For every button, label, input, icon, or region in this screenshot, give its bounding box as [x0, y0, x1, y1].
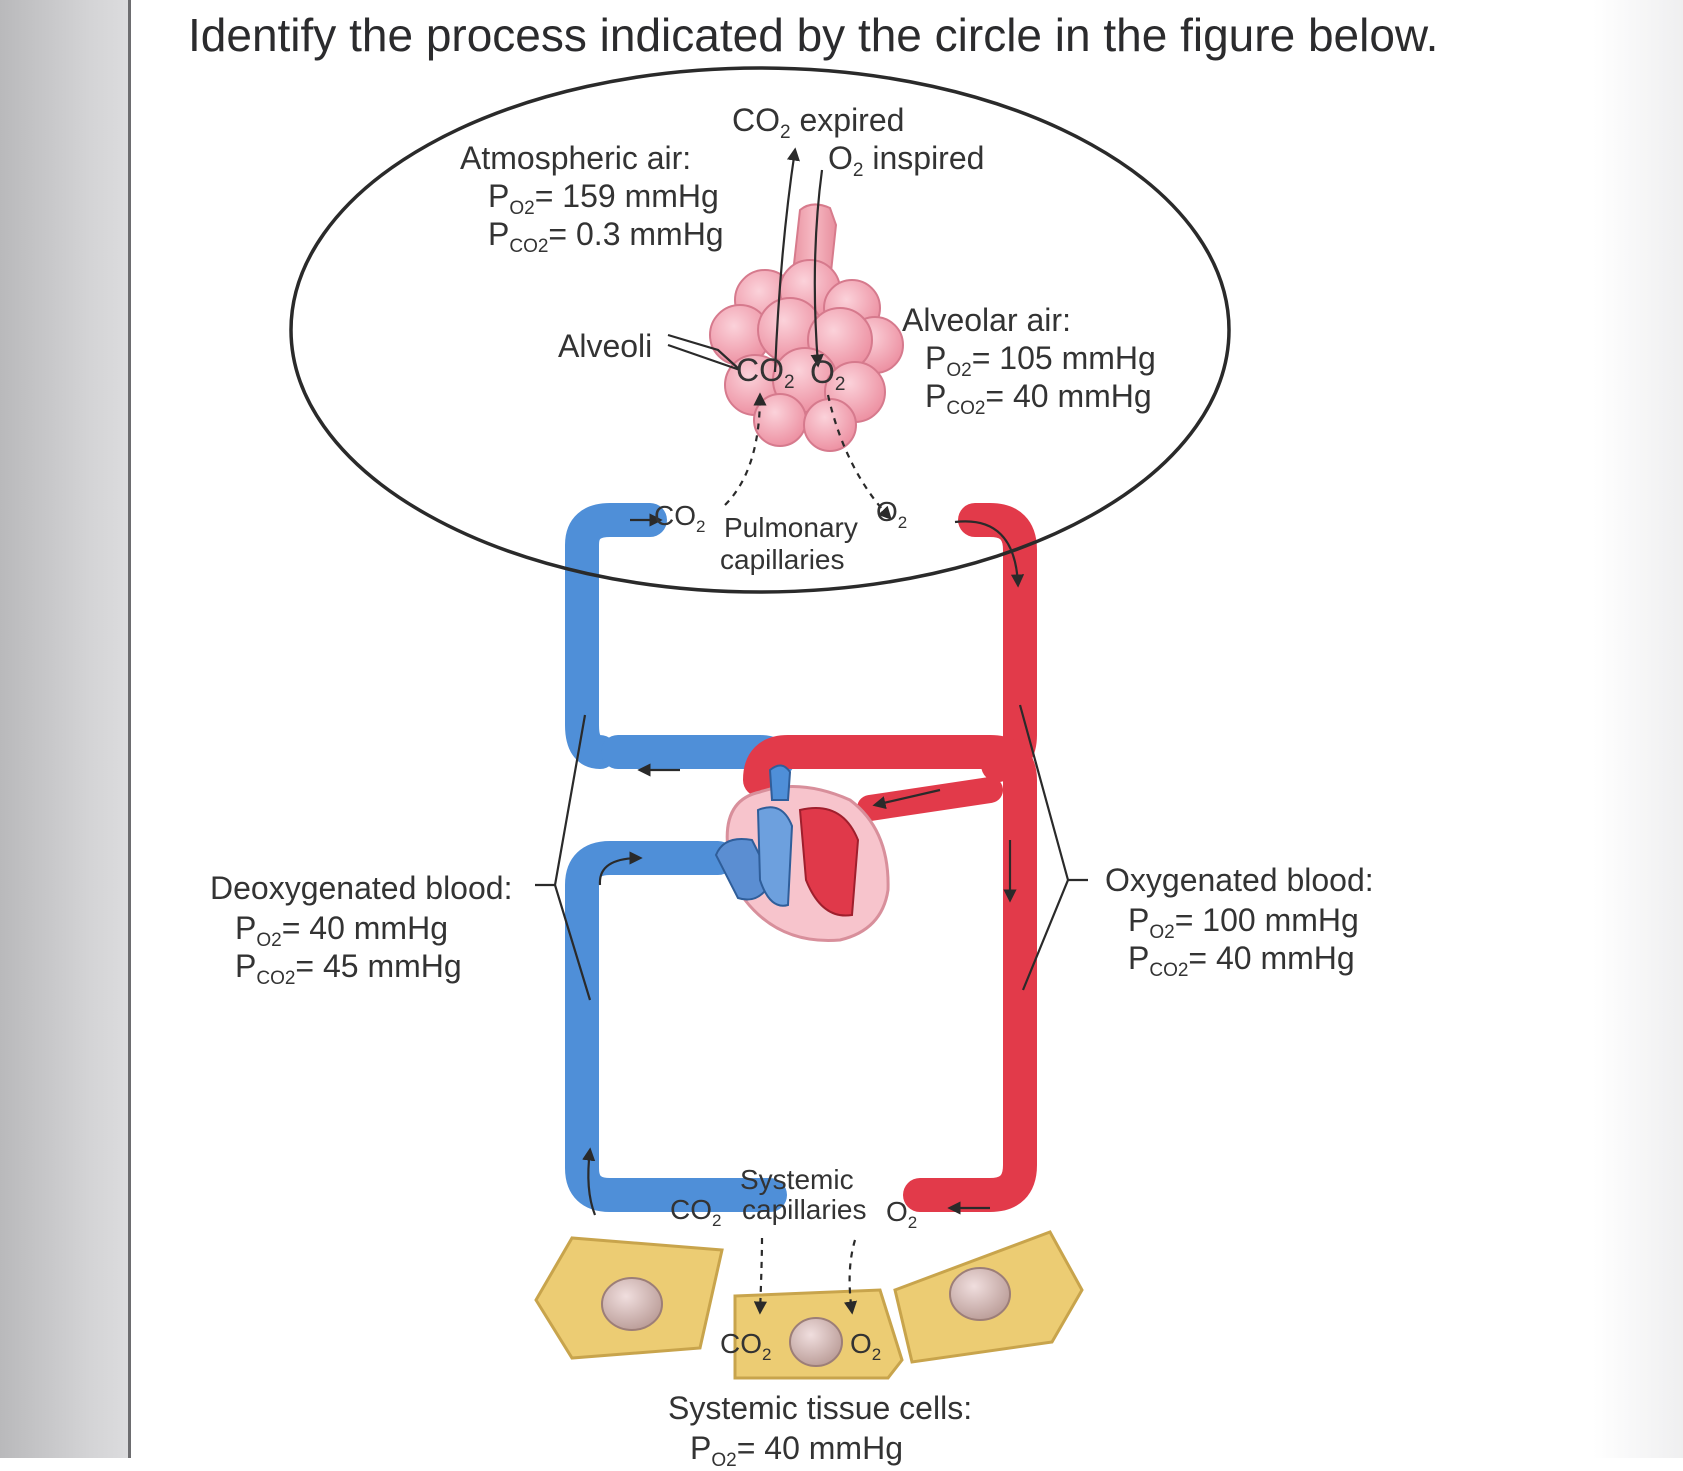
pulmonary-capillaries-line1: Pulmonary — [724, 512, 858, 543]
right-page-shadow — [1593, 0, 1683, 1458]
left-page-edge — [128, 0, 131, 1458]
pulmonary-co2-label: CO2 — [654, 500, 706, 536]
pulmonary-capillaries-line2: capillaries — [720, 544, 845, 575]
deoxygenated-label: Deoxygenated blood: — [210, 870, 513, 906]
heart — [714, 764, 890, 942]
tissue-cells — [534, 1230, 1084, 1380]
deoxygenated-pco2: PCO2= 45 mmHg — [235, 948, 462, 989]
alveolar-air-label: Alveolar air: — [902, 302, 1071, 338]
alveolar-pco2: PCO2= 40 mmHg — [925, 378, 1152, 419]
alveoli-cluster — [709, 203, 904, 452]
pulmonary-o2-label: O2 — [876, 496, 908, 532]
vessel-direction-arrows — [582, 513, 1025, 1216]
atmospheric-pco2: PCO2= 0.3 mmHg — [488, 216, 724, 257]
oxygenated-po2: PO2= 100 mmHg — [1128, 902, 1359, 943]
alveolar-co2-label: CO2 — [736, 352, 795, 393]
oxygenated-pco2: PCO2= 40 mmHg — [1128, 940, 1355, 981]
tissue-o2-label: O2 — [850, 1328, 882, 1364]
alveolar-po2: PO2= 105 mmHg — [925, 340, 1156, 381]
deoxygenated-po2: PO2= 40 mmHg — [235, 910, 448, 951]
blood-vessels — [565, 503, 1037, 1212]
o2-inspired-label: O2 inspired — [828, 140, 985, 181]
systemic-o2-label: O2 — [886, 1196, 918, 1232]
alveoli-label: Alveoli — [558, 328, 653, 364]
question-text: Identify the process indicated by the ci… — [188, 9, 1439, 61]
systemic-capillaries-line1: Systemic — [740, 1164, 854, 1195]
systemic-co2-label: CO2 — [670, 1194, 722, 1230]
gas-flow-arrows — [667, 147, 892, 1315]
atmospheric-po2: PO2= 159 mmHg — [488, 178, 719, 219]
systemic-capillaries-line2: capillaries — [742, 1194, 867, 1225]
tissue-co2-label: CO2 — [720, 1328, 772, 1364]
label-brackets — [535, 704, 1088, 1001]
left-page-shadow — [0, 0, 130, 1458]
co2-expired-label: CO2 expired — [732, 102, 905, 143]
alveolar-o2-label: O2 — [810, 354, 846, 395]
atmospheric-label: Atmospheric air: — [460, 140, 692, 176]
process-circle — [289, 66, 1231, 594]
tissue-po2: PO2= 40 mmHg — [690, 1430, 903, 1471]
oxygenated-label: Oxygenated blood: — [1105, 862, 1374, 898]
tissue-cells-label: Systemic tissue cells: — [668, 1390, 973, 1426]
